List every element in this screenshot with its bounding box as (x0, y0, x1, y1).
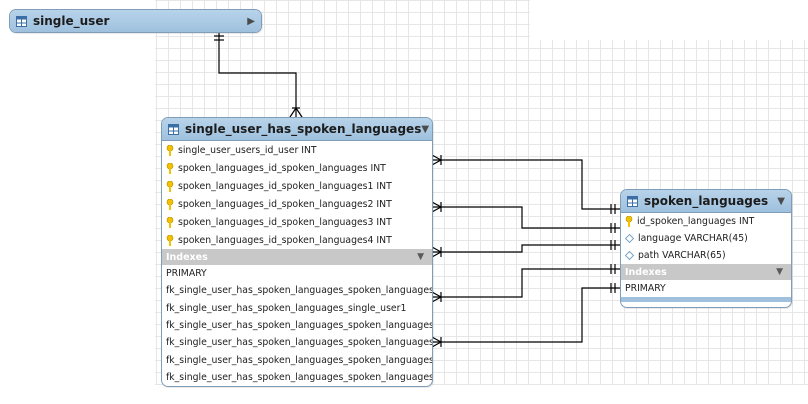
table-title: single_user (33, 14, 110, 28)
table-footer (162, 386, 432, 387)
canvas-blank-area (0, 385, 808, 404)
index-row[interactable]: fk_single_user_has_spoken_languages_sing… (166, 302, 407, 314)
one-marker (610, 283, 616, 293)
key-icon (625, 216, 633, 227)
relationship-line-fk1 (432, 159, 620, 210)
canvas-blank-area (0, 0, 155, 404)
column-row[interactable]: path VARCHAR(65) (621, 247, 791, 264)
triangle-down-icon[interactable]: ▼ (417, 252, 424, 262)
triangle-right-icon[interactable]: ▶ (247, 15, 255, 27)
index-row[interactable]: fk_single_user_has_spoken_languages_spok… (166, 354, 433, 366)
column-row[interactable]: spoken_languages_id_spoken_languages4 IN… (162, 231, 432, 249)
index-row[interactable]: PRIMARY (166, 268, 207, 280)
canvas-blank-area (530, 0, 808, 40)
table-header[interactable]: single_user_has_spoken_languages ▼ (162, 118, 432, 141)
many-marker (431, 154, 443, 166)
column-label: spoken_languages_id_spoken_languages4 IN… (178, 234, 392, 246)
table-single-user[interactable]: single_user ▶ (9, 9, 262, 33)
relationship-line-fk4 (432, 268, 620, 298)
triangle-down-icon[interactable]: ▼ (421, 123, 430, 135)
key-icon (166, 234, 174, 246)
table-spoken-languages[interactable]: spoken_languages ▼ id_spoken_languages I… (620, 189, 792, 308)
triangle-down-icon[interactable]: ▼ (777, 195, 785, 207)
one-marker (610, 204, 616, 214)
key-icon (166, 180, 174, 192)
table-title: spoken_languages (644, 194, 769, 208)
column-label: id_spoken_languages INT (637, 216, 755, 227)
column-row[interactable]: spoken_languages_id_spoken_languages3 IN… (162, 213, 432, 231)
triangle-down-icon[interactable]: ▼ (776, 267, 783, 277)
relationship-line-fk5 (432, 287, 620, 343)
many-marker (295, 107, 303, 118)
indexes-header[interactable]: Indexes ▼ (621, 264, 791, 280)
relationship-line-single-user (218, 31, 297, 117)
indexes-label: Indexes (625, 266, 667, 278)
column-row[interactable]: spoken_languages_id_spoken_languages INT (162, 159, 432, 177)
table-header[interactable]: spoken_languages ▼ (621, 190, 791, 213)
diamond-icon (625, 251, 634, 260)
key-icon (166, 144, 174, 156)
column-label: single_user_users_id_user INT (178, 144, 317, 156)
column-label: spoken_languages_id_spoken_languages3 IN… (178, 216, 392, 228)
index-list: PRIMARY fk_single_user_has_spoken_langua… (162, 265, 432, 386)
column-row[interactable]: spoken_languages_id_spoken_languages1 IN… (162, 177, 432, 195)
many-marker (431, 291, 443, 303)
index-row[interactable]: fk_single_user_has_spoken_languages_spok… (166, 320, 433, 332)
table-footer (621, 297, 791, 303)
table-icon (168, 123, 179, 135)
column-label: spoken_languages_id_spoken_languages2 IN… (178, 198, 392, 210)
many-marker (289, 107, 297, 118)
many-marker (431, 246, 443, 258)
table-icon (627, 195, 638, 207)
column-label: path VARCHAR(65) (638, 250, 726, 261)
relationship-line-fk2 (432, 206, 620, 229)
key-icon (166, 162, 174, 174)
column-label: spoken_languages_id_spoken_languages INT (178, 162, 386, 174)
column-label: spoken_languages_id_spoken_languages1 IN… (178, 180, 392, 192)
table-icon (16, 15, 27, 27)
many-marker (431, 336, 443, 348)
indexes-header[interactable]: Indexes ▼ (162, 249, 432, 265)
one-marker (610, 264, 616, 274)
index-row[interactable]: PRIMARY (625, 283, 666, 295)
table-single-user-has-spoken-languages[interactable]: single_user_has_spoken_languages ▼ singl… (161, 117, 433, 387)
column-list: id_spoken_languages INT language VARCHAR… (621, 213, 791, 264)
column-row[interactable]: id_spoken_languages INT (621, 213, 791, 230)
key-icon (166, 198, 174, 210)
one-marker (610, 240, 616, 250)
index-row[interactable]: fk_single_user_has_spoken_languages_spok… (166, 371, 433, 383)
column-row[interactable]: language VARCHAR(45) (621, 230, 791, 247)
table-title: single_user_has_spoken_languages (185, 122, 422, 136)
indexes-label: Indexes (166, 251, 208, 263)
one-marker (610, 223, 616, 233)
column-row[interactable]: spoken_languages_id_spoken_languages2 IN… (162, 195, 432, 213)
column-list: single_user_users_id_user INT spoken_lan… (162, 141, 432, 249)
index-row[interactable]: fk_single_user_has_spoken_languages_spok… (166, 337, 433, 349)
column-label: language VARCHAR(45) (638, 233, 748, 244)
diamond-icon (625, 234, 634, 243)
many-marker (431, 201, 443, 213)
table-header[interactable]: single_user ▶ (10, 10, 261, 32)
relationship-line-fk3 (432, 244, 620, 253)
key-icon (166, 216, 174, 228)
column-row[interactable]: single_user_users_id_user INT (162, 141, 432, 159)
index-row[interactable]: fk_single_user_has_spoken_languages_spok… (166, 285, 433, 297)
